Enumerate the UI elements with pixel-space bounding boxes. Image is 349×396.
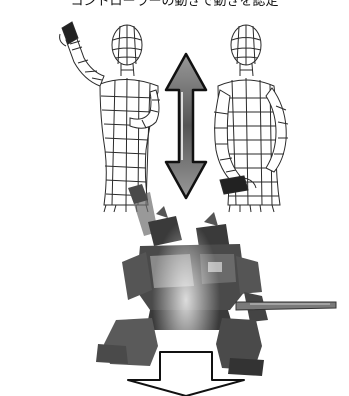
robot-figure xyxy=(96,184,336,380)
right-mannequin-figure xyxy=(214,25,288,212)
double-arrow-icon xyxy=(166,54,206,198)
left-mannequin-figure xyxy=(60,22,160,212)
